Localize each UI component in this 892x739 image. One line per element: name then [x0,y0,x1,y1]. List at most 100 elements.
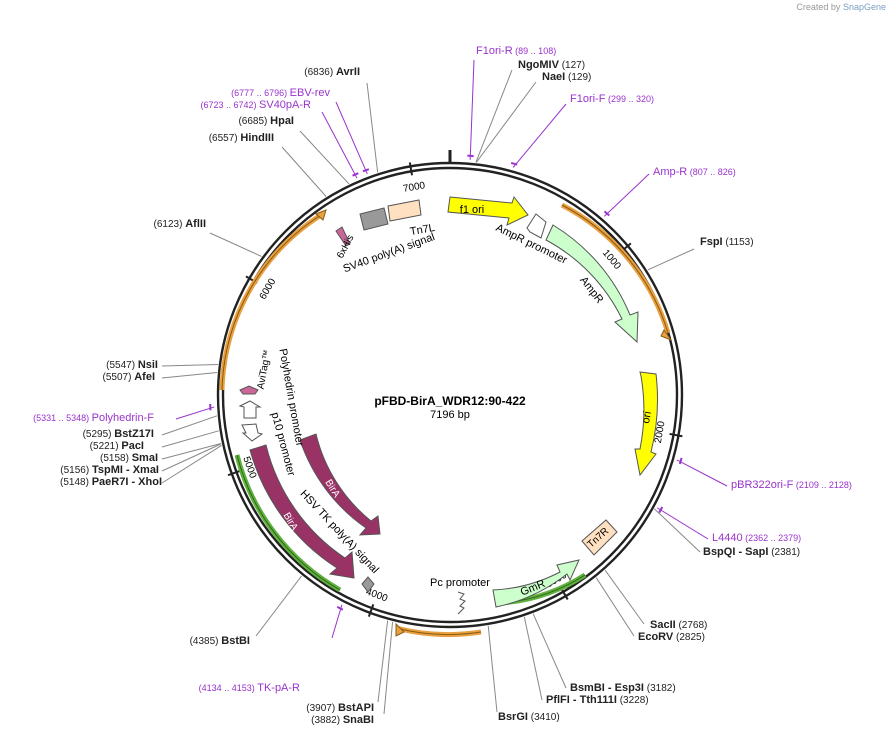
primer-binding-mark [352,172,359,177]
backbone-inner-ring [221,166,679,624]
primer-label[interactable]: L4440 (2362 .. 2379) [712,532,801,544]
primer-leader-line [175,406,215,420]
enzyme-label[interactable]: BspQI - SapI (2381) [703,546,800,558]
hsv-tk-polya-feature[interactable] [361,576,375,593]
avitag-feature[interactable] [239,385,259,395]
primer-leader-line [657,507,709,540]
enzyme-leader-line [161,442,222,460]
enzyme-leader-line [255,575,302,637]
enzyme-label[interactable]: (5295) BstZ17I [83,428,154,440]
enzyme-leader-line [161,363,219,367]
tick-mark [367,604,375,617]
ori-label: ori [640,410,654,424]
enzyme-label[interactable]: (6685) HpaI [238,115,294,127]
primer-binding-mark [510,161,518,166]
p10-promoter-feature[interactable] [241,423,264,442]
primer-leader-line [603,173,650,217]
tick-label: 2000 [653,420,668,444]
enzyme-label[interactable]: (5158) SmaI [100,452,158,464]
enzyme-leader-line [299,130,350,185]
enzyme-label[interactable]: (4385) BstBI [190,635,250,647]
enzyme-leader-line [209,232,262,257]
enzyme-leader-line [366,82,379,173]
f1-ori-label: f1 ori [460,204,484,216]
primer-label[interactable]: (4134 .. 4153) TK-pA-R [199,682,300,694]
primer-binding-mark [362,168,370,173]
sv40-polya-feature[interactable] [359,207,389,231]
enzyme-label[interactable]: (5148) PaeR7I - XhoI [60,476,162,488]
primer-leader-line [469,59,475,160]
6xhis-feature[interactable] [335,226,351,247]
backbone-outer-ring [216,161,684,629]
primer-leader-line [512,103,567,168]
primer-label[interactable]: F1ori-R (89 .. 108) [476,45,556,57]
plasmid-name: pFBD-BirA_WDR12:90-422 [374,394,526,408]
enzyme-leader-line [604,569,645,625]
tick-mark [408,162,414,176]
tick-label: 7000 [402,180,426,195]
bira-feature-2[interactable] [249,444,355,579]
tick-mark [669,432,683,438]
enzyme-leader-line [377,620,389,703]
tn7l-feature[interactable] [387,199,422,222]
ampr-feature[interactable] [545,224,639,344]
tn7r-feature[interactable] [581,519,618,556]
primer-label[interactable]: pBR322ori-F (2109 .. 2128) [731,479,852,491]
enzyme-label[interactable]: BsrGI (3410) [498,711,560,723]
ampr-promoter-feature[interactable] [526,213,547,239]
enzyme-leader-line [647,248,695,271]
primer-binding-mark [603,210,610,217]
enzyme-label[interactable]: SacII (2768) [650,619,707,631]
enzyme-label[interactable]: BsmBI - Esp3I (3182) [570,682,676,694]
primer-binding-mark [678,457,683,465]
enzyme-label[interactable]: (5156) TspMI - XmaI [60,464,159,476]
enzyme-label[interactable]: (5221) PacI [90,440,144,452]
enzyme-leader-line [475,81,537,163]
tick-mark [560,587,569,601]
enzyme-label[interactable]: (3907) BstAPI [306,702,374,714]
primer-label[interactable]: F1ori-F (299 .. 320) [570,93,654,105]
tick-mark [227,469,241,477]
primer-leader-line [676,459,728,487]
enzyme-leader-line [487,625,498,713]
enzyme-leader-line [383,621,394,715]
tn7l-label: Tn7L [409,222,436,238]
gmr-feature[interactable] [492,559,580,608]
enzyme-leader-line [161,443,222,472]
enzyme-label[interactable]: NaeI (129) [542,71,591,83]
primer-label[interactable]: Amp-R (807 .. 826) [653,166,736,178]
bira-feature-1[interactable] [299,433,381,536]
enzyme-leader-line [281,146,327,197]
pc-promoter-feature[interactable] [457,591,466,615]
primer-label[interactable]: (6723 .. 6742) SV40pA-R [200,99,311,111]
avitag-label: AviTag™ [256,349,274,390]
polyhedrin-promoter-feature[interactable] [238,400,262,419]
enzyme-label[interactable]: NgoMIV (127) [518,59,585,71]
enzyme-label[interactable]: (5507) AfeI [103,371,155,383]
primer-binding-mark [658,506,664,513]
primer-binding-mark [467,154,474,158]
enzyme-leader-line [161,415,218,436]
6xhis-label: 6xHis [335,233,356,260]
primer-leader-line [331,604,343,639]
enzyme-label[interactable]: PflFI - Tth111I (3228) [546,694,649,706]
f1-ori-feature[interactable] [447,195,529,226]
enzyme-leader-line [654,508,701,553]
enzyme-label[interactable]: (5547) NsiI [106,359,158,371]
enzyme-label[interactable]: (6557) HindIII [209,132,274,144]
enzyme-label[interactable]: (6123) AflII [154,218,206,230]
site-labels: (6836) AvrII (6685) HpaI (6557) HindIII (61… [33,45,852,726]
sv40-polya-label: SV40 poly(A) signal [342,231,437,275]
pc-promoter-label: Pc promoter [430,577,490,589]
enzyme-label[interactable]: FspI (1153) [700,236,754,248]
enzyme-leader-line [161,445,222,484]
primer-label[interactable]: (5331 .. 5348) Polyhedrin-F [33,412,154,424]
enzyme-label[interactable]: (6836) AvrII [304,66,360,78]
ori-feature[interactable] [634,371,658,477]
enzyme-leader-line [523,616,543,701]
primer-label[interactable]: (6777 .. 6796) EBV-rev [231,87,330,99]
enzyme-label[interactable]: EcoRV (2825) [638,631,705,643]
enzyme-label[interactable]: (3882) SnaBI [311,714,374,726]
plasmid-size: 7196 bp [430,409,470,421]
